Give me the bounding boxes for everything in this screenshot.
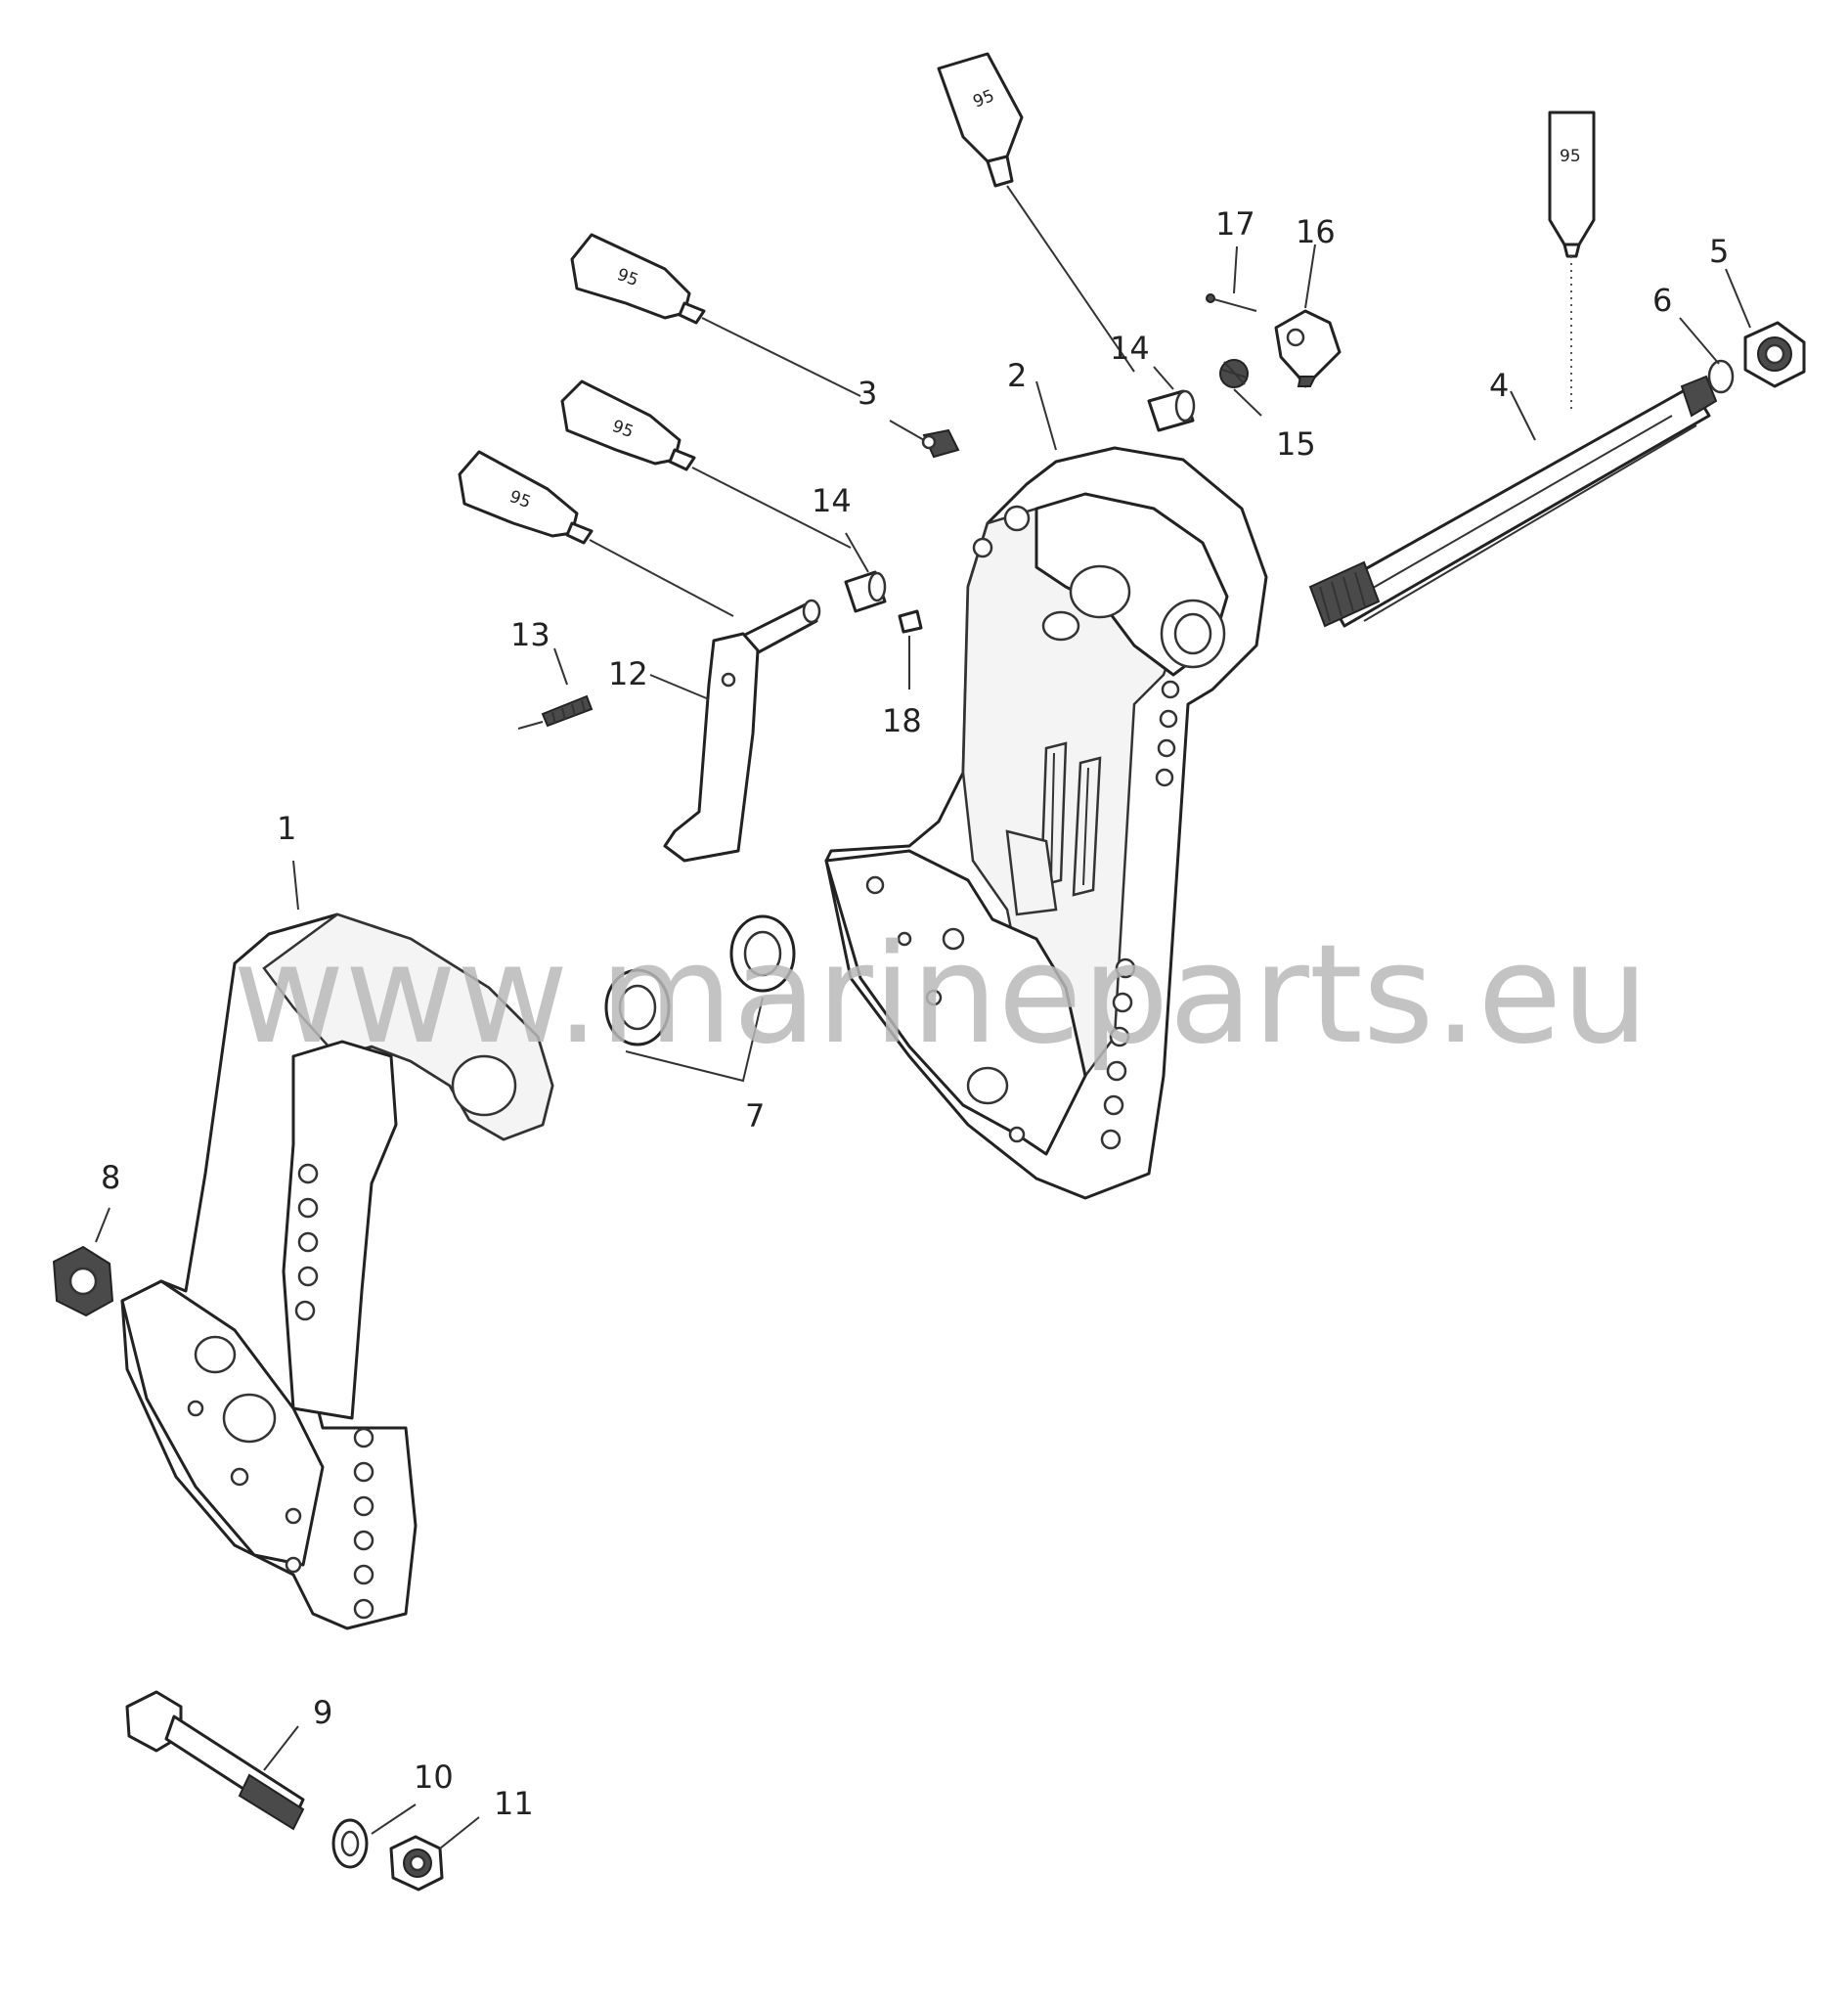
callout-8: 8 (101, 1159, 120, 1196)
callout-6: 6 (1652, 282, 1672, 319)
part-14-bushing-upper (1147, 389, 1196, 432)
part-16-lever (1274, 309, 1342, 388)
part-2-clamp-bracket (824, 446, 1268, 1200)
lubricant-lines (589, 185, 1572, 617)
lubricant-tube-label: 95 (1560, 147, 1581, 166)
lubricant-tube-5: 95 (458, 450, 594, 545)
part-17-pin (1206, 293, 1257, 312)
callout-9: 9 (313, 1694, 332, 1731)
part-7-washers (604, 914, 796, 1046)
callout-leaders (95, 244, 1751, 1849)
lubricant-tube-3: 95 (570, 233, 706, 325)
part-11-nut (389, 1835, 444, 1892)
callout-12: 12 (608, 655, 648, 692)
part-9-bolt (125, 1690, 305, 1831)
callout-1: 1 (277, 810, 296, 847)
part-8-nut (52, 1245, 114, 1317)
callout-10: 10 (414, 1758, 454, 1796)
callout-labels: 1 2 3 4 5 6 7 8 9 10 11 12 13 14 14 15 1… (101, 205, 1729, 1822)
part-10-washer (331, 1818, 369, 1869)
callout-7: 7 (745, 1097, 765, 1135)
lubricant-tube-4: 95 (560, 379, 696, 471)
callout-11: 11 (494, 1785, 534, 1822)
part-15-spring (1219, 359, 1249, 388)
part-6-washer (1707, 359, 1735, 394)
lubricant-tube-2: 95 (1548, 111, 1596, 258)
part-18-plug (898, 609, 923, 634)
part-1-clamp-bracket (120, 912, 554, 1630)
bracket-adjustment-holes (1100, 680, 1180, 1150)
callout-13: 13 (510, 616, 550, 653)
callout-16: 16 (1296, 213, 1336, 250)
part-12-lever (663, 599, 821, 863)
callout-18: 18 (882, 702, 922, 739)
callout-3: 3 (858, 375, 877, 412)
part-4-shaft (1308, 375, 1718, 628)
callout-4: 4 (1489, 367, 1509, 404)
lubricant-tube-1: 95 (937, 52, 1024, 188)
bracket-adjustment-holes (294, 1163, 374, 1620)
part-5-nut (1743, 321, 1806, 388)
callout-17: 17 (1215, 205, 1255, 243)
part-13-spring (517, 694, 594, 730)
part-14-bushing-lower (844, 570, 887, 613)
callout-14-lower: 14 (812, 482, 852, 519)
part-3-grease-fitting (921, 428, 960, 459)
watermark-text: www.marineparts.eu (233, 915, 1649, 1075)
callout-14-upper: 14 (1110, 330, 1150, 367)
callout-2: 2 (1007, 357, 1027, 394)
callout-5: 5 (1709, 233, 1729, 270)
callout-15: 15 (1276, 425, 1316, 463)
